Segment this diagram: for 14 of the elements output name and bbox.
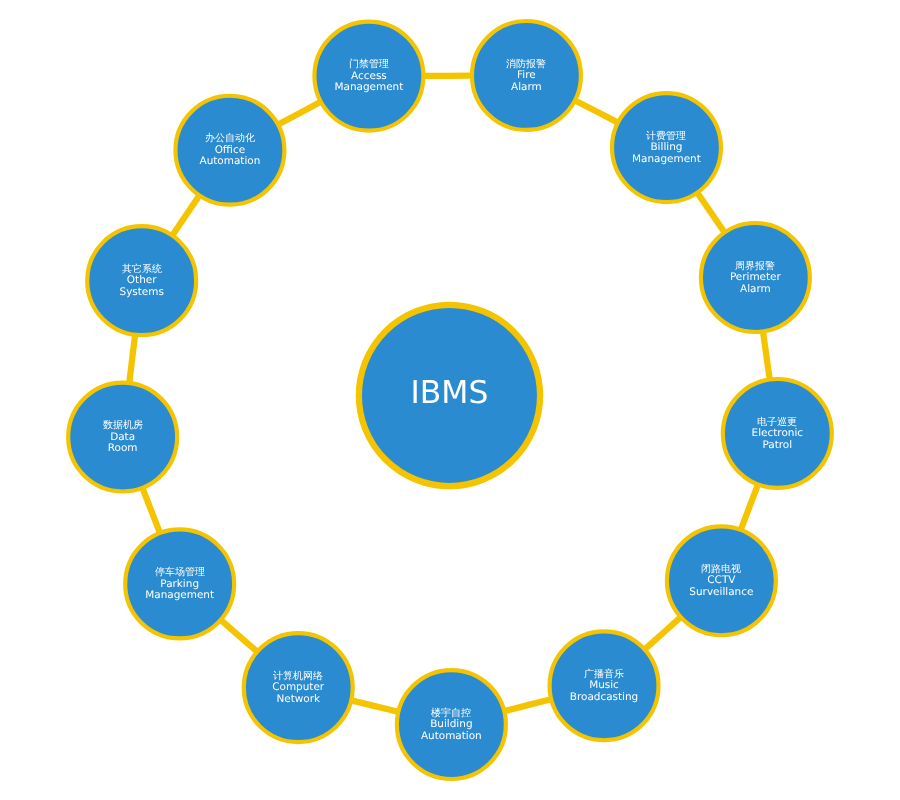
connector — [737, 483, 761, 531]
connector — [503, 696, 552, 715]
connector — [276, 99, 323, 128]
connector — [169, 193, 202, 238]
connector — [423, 72, 472, 80]
connector — [126, 334, 139, 384]
connector — [139, 486, 163, 535]
connector — [642, 614, 683, 652]
connector — [350, 697, 399, 715]
node-circle: IBMS — [355, 301, 544, 490]
connector — [694, 190, 728, 235]
connector — [218, 617, 260, 654]
connector — [759, 331, 773, 380]
connector — [573, 97, 620, 126]
